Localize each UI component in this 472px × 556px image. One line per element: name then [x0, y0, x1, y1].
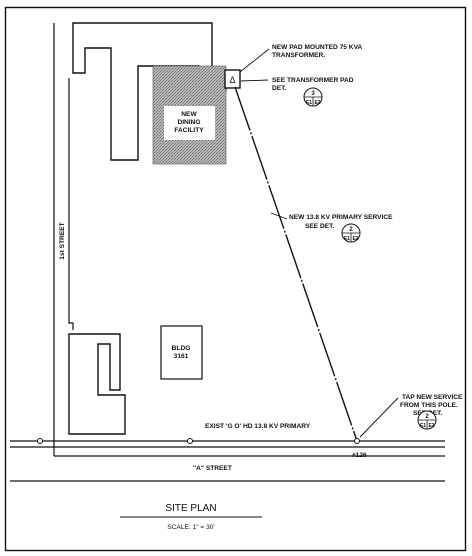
detail-bubble-tap-service[interactable]: 2 E1 E2 [417, 410, 437, 430]
utility-pole-west [37, 438, 43, 444]
detail-bubble-transformer-pad[interactable]: 3 E1 E2 [303, 87, 323, 107]
detail-sheet-right: E2 [352, 236, 358, 242]
detail-sheet-left: E1 [344, 236, 350, 242]
building-3161-label-line1: BLDG [172, 345, 191, 352]
tap-note-line1: TAP NEW SERVICE [402, 394, 463, 401]
sheet-border [4, 6, 467, 552]
detail-sheet-left: E1 [306, 100, 312, 106]
a-street-label: "A" STREET [193, 465, 232, 472]
building-3161-label-line2: 3161 [174, 353, 189, 360]
pad-note-line2: DET. [272, 85, 286, 92]
utility-pole-center [187, 438, 193, 444]
utility-pole-126 [354, 438, 360, 444]
drawing-scale: SCALE: 1" = 30' [167, 524, 214, 531]
dining-label-line3: FACILITY [174, 127, 204, 134]
detail-number: 3 [311, 91, 315, 97]
dining-label-line2: DINING [177, 119, 200, 126]
leader-primary-service [270, 212, 288, 220]
detail-sheet-left: E1 [420, 423, 426, 429]
transformer-note-line2: TRANSFORMER. [272, 52, 325, 59]
detail-number: 2 [425, 414, 429, 420]
new-primary-service-line [234, 86, 358, 442]
leader-pad-detail [240, 79, 269, 82]
detail-bubble-primary-service[interactable]: 2 E1 E2 [341, 223, 361, 243]
primary-note-line1: NEW 13.8 KV PRIMARY SERVICE [289, 214, 393, 221]
tap-note-line2: FROM THIS POLE. [400, 402, 458, 409]
building-3161 [160, 325, 203, 380]
existing-building-outline-lower [68, 333, 126, 435]
transformer-pad [224, 69, 241, 89]
leader-tap-service [359, 397, 399, 438]
existing-primary-label: EXIST 'G O' HD 13.8 KV PRIMARY [205, 423, 311, 430]
transformer-symbol: Δ [229, 75, 235, 85]
drawing-title: SITE PLAN [165, 503, 216, 514]
leader-transformer [239, 48, 270, 73]
dining-label-line1: NEW [181, 111, 197, 118]
transformer-note-line1: NEW PAD MOUNTED 75 KVA [272, 44, 362, 51]
pad-note-line1: SEE TRANSFORMER PAD [272, 77, 354, 84]
first-street-edge-right [68, 78, 74, 330]
primary-note-line2: SEE DET. [305, 223, 334, 230]
detail-number: 2 [349, 227, 353, 233]
first-street-label: 1st STREET [59, 222, 66, 259]
detail-sheet-right: E2 [314, 100, 320, 106]
dining-label-box [164, 106, 215, 140]
detail-sheet-right: E2 [428, 423, 434, 429]
